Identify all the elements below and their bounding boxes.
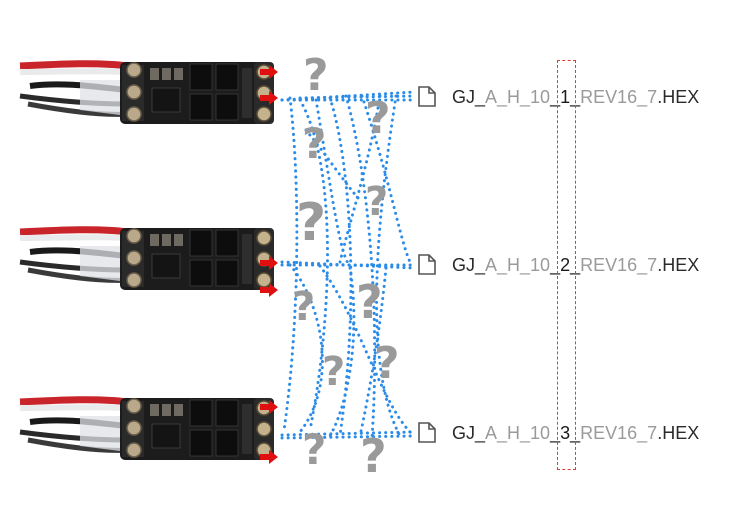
file-index: 1 bbox=[560, 87, 571, 107]
question-mark-icon: ? bbox=[302, 119, 326, 168]
question-mark-icon: ? bbox=[302, 425, 326, 474]
connection-lines bbox=[280, 90, 416, 440]
file-revision: REV16_7 bbox=[580, 255, 658, 275]
esc-board-1-icon bbox=[20, 62, 274, 124]
file-separator: _ bbox=[550, 423, 561, 443]
file-icon bbox=[418, 86, 436, 107]
file-target: A_H_10 bbox=[485, 423, 551, 443]
file-icon bbox=[418, 254, 436, 275]
index-highlight-box bbox=[557, 60, 576, 470]
question-mark-icon: ? bbox=[296, 193, 326, 253]
firmware-file-1[interactable]: GJ_A_H_10_1_REV16_7.HEX bbox=[452, 83, 699, 111]
esc-board-3-icon bbox=[20, 398, 274, 460]
file-prefix: GJ_ bbox=[452, 87, 486, 107]
firmware-file-2[interactable]: GJ_A_H_10_2_REV16_7.HEX bbox=[452, 251, 699, 279]
question-mark-icon: ? bbox=[322, 349, 345, 395]
file-extension: .HEX bbox=[657, 255, 700, 275]
question-mark-icon: ? bbox=[365, 93, 391, 144]
file-extension: .HEX bbox=[657, 423, 700, 443]
file-prefix: GJ_ bbox=[452, 423, 486, 443]
file-revision: REV16_7 bbox=[580, 87, 658, 107]
file-separator: _ bbox=[550, 87, 561, 107]
question-mark-icon: ? bbox=[356, 275, 383, 329]
file-target: A_H_10 bbox=[485, 255, 551, 275]
question-mark-icon: ? bbox=[292, 284, 315, 330]
question-mark-icon: ? bbox=[374, 338, 400, 389]
file-separator: _ bbox=[550, 255, 561, 275]
file-icon bbox=[418, 422, 436, 443]
question-marks: ? ? ? ? ? ? ? ? ? ? ? bbox=[292, 50, 400, 483]
question-mark-icon: ? bbox=[303, 50, 329, 101]
esc-board-2-icon bbox=[20, 228, 274, 290]
file-revision: REV16_7 bbox=[580, 423, 658, 443]
question-mark-icon: ? bbox=[360, 429, 387, 483]
file-target: A_H_10 bbox=[485, 87, 551, 107]
file-index: 3 bbox=[560, 423, 571, 443]
file-extension: .HEX bbox=[657, 87, 700, 107]
file-index: 2 bbox=[560, 255, 571, 275]
file-prefix: GJ_ bbox=[452, 255, 486, 275]
question-mark-icon: ? bbox=[365, 179, 388, 225]
